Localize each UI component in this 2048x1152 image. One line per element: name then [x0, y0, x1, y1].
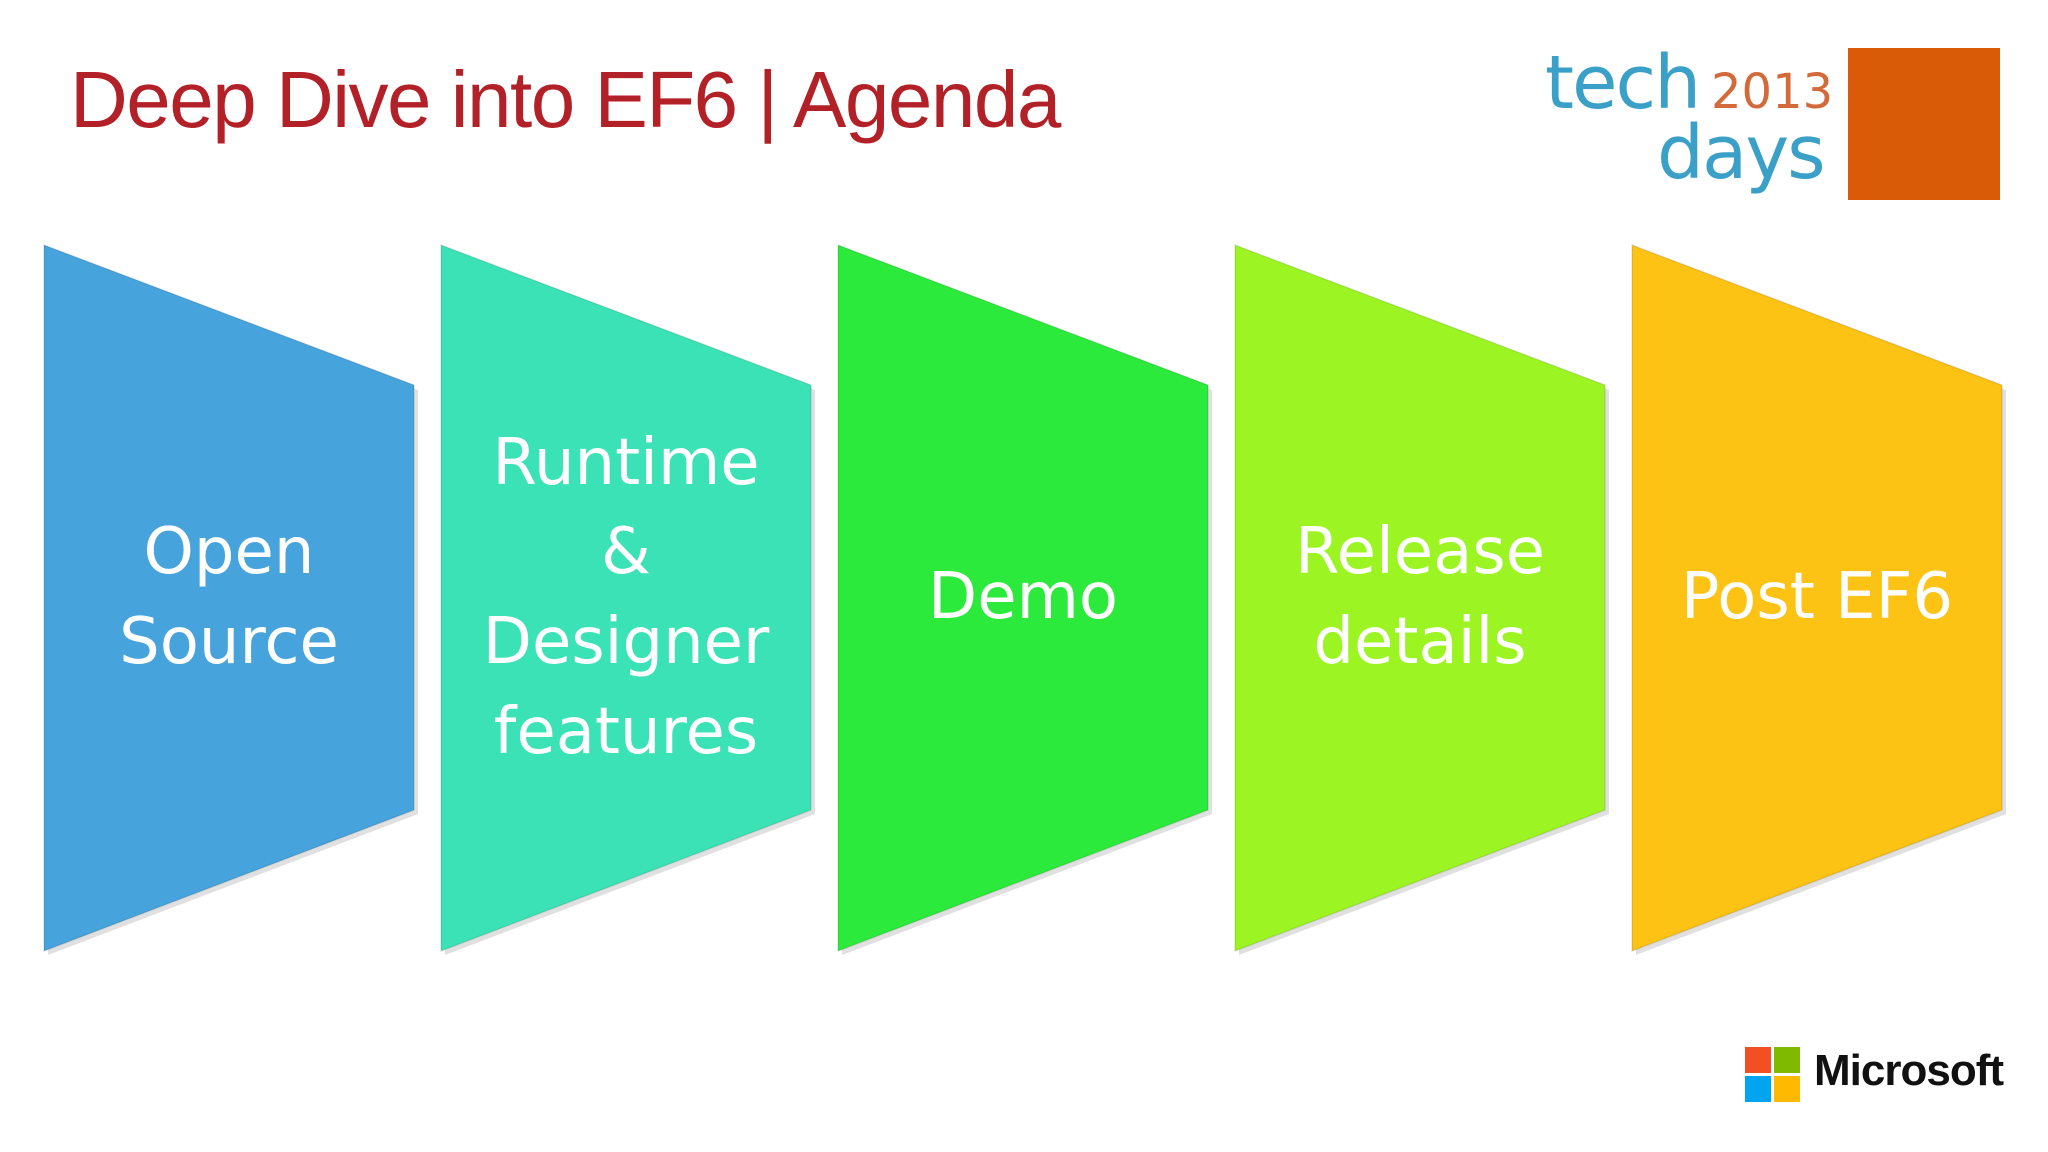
agenda-step-shape [837, 243, 1209, 953]
agenda-step-shape [43, 243, 415, 953]
logo-year: 2013 [1711, 64, 1833, 120]
microsoft-logo-icon [1745, 1047, 1800, 1102]
ms-logo-yellow [1774, 1076, 1800, 1102]
slide-title: Deep Dive into EF6 | Agenda [70, 55, 1061, 144]
agenda-step-label: Runtime & Designer features [482, 425, 770, 769]
techdays-2013-logo: tech 2013 days [1545, 40, 2000, 200]
agenda-step-label: Release details [1294, 515, 1546, 679]
agenda-step-label: Open Source [119, 515, 339, 679]
ms-logo-blue [1745, 1076, 1771, 1102]
agenda-step-shape [1631, 243, 2003, 953]
logo-word-days: days [1657, 110, 1824, 196]
agenda-step-label: Post EF6 [1680, 560, 1954, 635]
microsoft-wordmark: Microsoft [1814, 1046, 2004, 1095]
agenda-step-label: Demo [927, 560, 1119, 635]
ms-logo-green [1774, 1047, 1800, 1073]
ms-logo-red [1745, 1047, 1771, 1073]
logo-word-tech: tech [1545, 40, 1699, 126]
logo-square [1848, 48, 2000, 200]
agenda-step-shape [440, 243, 812, 953]
agenda-step-shape [1234, 243, 1606, 953]
